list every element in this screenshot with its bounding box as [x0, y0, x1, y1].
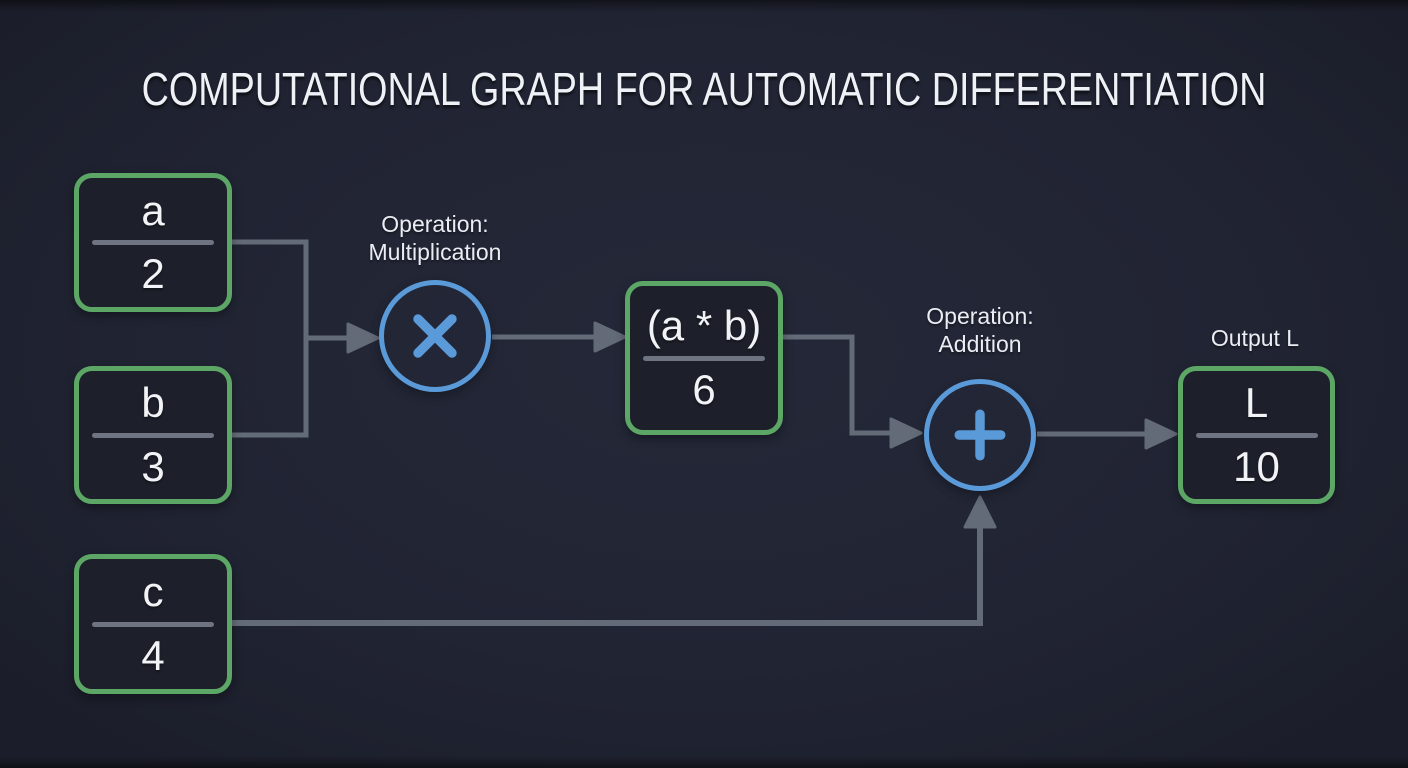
node-product-value: 6: [692, 365, 716, 413]
edge-c-to-add: [230, 525, 983, 626]
node-output: L 10: [1178, 366, 1335, 504]
output-l-label: Output L: [1210, 325, 1300, 351]
node-output-divider: [1195, 432, 1318, 438]
arrowhead-into-product: [593, 321, 627, 353]
node-a-divider: [92, 240, 214, 245]
node-b-divider: [92, 432, 214, 438]
arrowhead-c-into-add: [963, 495, 997, 529]
edge-a-b-junction: [231, 239, 309, 438]
node-c-label: c: [142, 568, 164, 616]
multiply-icon: [413, 314, 457, 358]
node-product-label: (a * b): [646, 302, 762, 350]
multiply-operation-label: Operation: Multiplication: [285, 210, 585, 266]
diagram-title: COMPUTATIONAL GRAPH FOR AUTOMATIC DIFFER…: [141, 63, 1267, 115]
node-a: a 2: [74, 173, 232, 312]
plus-icon: [954, 409, 1006, 461]
node-output-label: L: [1244, 379, 1269, 427]
add-node: [924, 379, 1036, 491]
node-c-divider: [92, 621, 214, 627]
edge-product-to-add: [782, 334, 893, 436]
arrowhead-into-multiply: [346, 322, 380, 354]
node-c: c 4: [74, 554, 232, 694]
node-a-value: 2: [141, 250, 165, 297]
add-operation-label-line1: Operation:: [926, 303, 1034, 329]
node-product: (a * b) 6: [625, 281, 783, 435]
arrowhead-into-add: [889, 417, 923, 449]
multiply-operation-label-line1: Operation:: [381, 211, 489, 237]
multiply-node: [379, 280, 491, 392]
node-product-divider: [643, 355, 765, 361]
add-operation-label: Operation: Addition: [830, 302, 1130, 358]
arrowhead-into-output: [1144, 418, 1178, 450]
node-b-label: b: [141, 379, 165, 427]
node-b-value: 3: [141, 442, 165, 490]
add-operation-label-line2: Addition: [938, 331, 1022, 357]
node-b: b 3: [74, 366, 232, 504]
node-a-label: a: [141, 186, 165, 234]
node-output-value: 10: [1233, 442, 1280, 490]
multiply-operation-label-line2: Multiplication: [368, 239, 502, 265]
node-c-value: 4: [141, 631, 165, 679]
